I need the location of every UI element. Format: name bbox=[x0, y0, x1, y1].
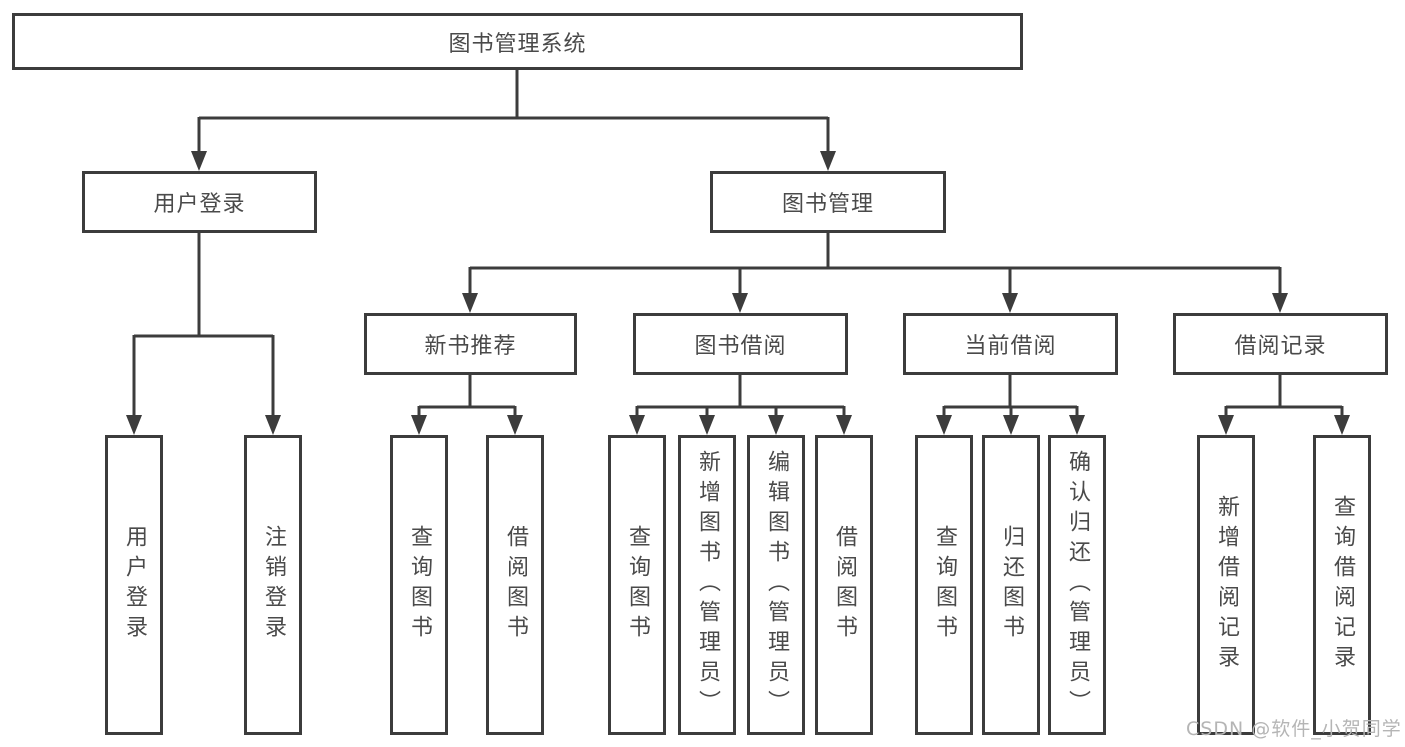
leaf-label: 查询图书 bbox=[625, 525, 650, 645]
watermark-text: CSDN @软件_小贺同学 bbox=[1186, 718, 1402, 740]
node-leaf-return-books: 归还图书 bbox=[982, 435, 1040, 735]
node-new-book-recommend: 新书推荐 bbox=[364, 313, 577, 375]
leaf-label: 归还图书 bbox=[999, 525, 1024, 645]
leaf-label: 借阅图书 bbox=[832, 525, 857, 645]
node-leaf-user-login: 用户登录 bbox=[105, 435, 163, 735]
leaf-label: 注销登录 bbox=[261, 525, 286, 645]
leaf-label: 查询借阅记录 bbox=[1330, 495, 1355, 675]
leaf-label: 确认归还（管理员） bbox=[1065, 450, 1090, 720]
node-leaf-query-books-a: 查询图书 bbox=[390, 435, 448, 735]
node-user-login: 用户登录 bbox=[82, 171, 317, 233]
leaf-label: 查询图书 bbox=[932, 525, 957, 645]
leaf-label: 新增借阅记录 bbox=[1214, 495, 1239, 675]
node-leaf-add-borrow-record: 新增借阅记录 bbox=[1197, 435, 1255, 735]
leaf-label: 编辑图书（管理员） bbox=[764, 450, 789, 720]
leaf-label: 查询图书 bbox=[407, 525, 432, 645]
node-borrow-record: 借阅记录 bbox=[1173, 313, 1388, 375]
node-current-borrow: 当前借阅 bbox=[903, 313, 1118, 375]
leaf-label: 用户登录 bbox=[122, 525, 147, 645]
node-leaf-query-borrow-record: 查询借阅记录 bbox=[1313, 435, 1371, 735]
node-leaf-borrow-books-b: 借阅图书 bbox=[815, 435, 873, 735]
node-leaf-confirm-return-admin: 确认归还（管理员） bbox=[1048, 435, 1106, 735]
node-book-management: 图书管理 bbox=[710, 171, 946, 233]
node-leaf-logout: 注销登录 bbox=[244, 435, 302, 735]
leaf-label: 新增图书（管理员） bbox=[695, 450, 720, 720]
node-leaf-query-books-b: 查询图书 bbox=[608, 435, 666, 735]
node-leaf-borrow-books-a: 借阅图书 bbox=[486, 435, 544, 735]
node-book-borrow: 图书借阅 bbox=[633, 313, 848, 375]
node-leaf-edit-books-admin: 编辑图书（管理员） bbox=[747, 435, 805, 735]
leaf-label: 借阅图书 bbox=[503, 525, 528, 645]
node-leaf-query-books-c: 查询图书 bbox=[915, 435, 973, 735]
node-leaf-add-books-admin: 新增图书（管理员） bbox=[678, 435, 736, 735]
node-root: 图书管理系统 bbox=[12, 13, 1023, 70]
arrowheads bbox=[126, 151, 1350, 435]
